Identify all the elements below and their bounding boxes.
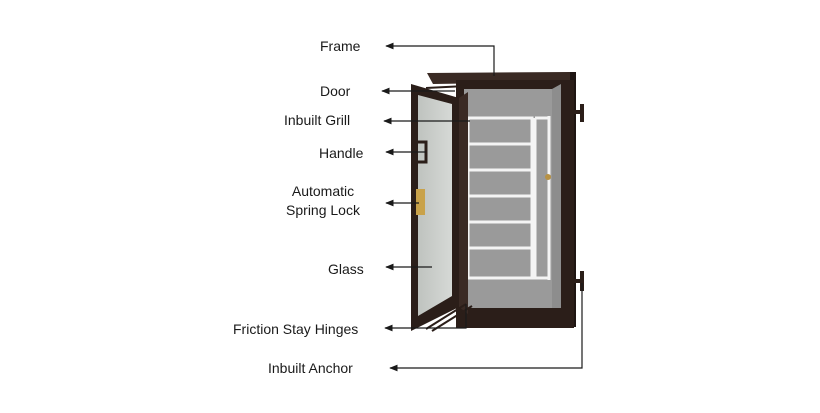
- hinge-leader: [384, 304, 467, 332]
- label-spring-lock-line2: Spring Lock: [286, 202, 360, 218]
- window-frame: [427, 72, 576, 328]
- label-friction-stay-hinges: Friction Stay Hinges: [233, 321, 359, 337]
- leader-lines: [381, 42, 583, 372]
- label-inbuilt-anchor: Inbuilt Anchor: [268, 360, 353, 376]
- anchor-brackets: [574, 104, 584, 291]
- anchor-leader: [389, 283, 583, 372]
- frame-leader: [385, 42, 495, 76]
- label-spring-lock-line1: Automatic: [291, 183, 355, 199]
- frame-knob: [545, 174, 551, 180]
- label-inbuilt-grill: Inbuilt Grill: [284, 112, 351, 128]
- fixed-glass-pane: [464, 89, 552, 309]
- friction-stay-hinge: [425, 85, 473, 332]
- spring-lock: [416, 189, 425, 215]
- label-frame: Frame: [320, 38, 361, 54]
- label-handle: Handle: [319, 145, 364, 161]
- label-glass: Glass: [328, 261, 364, 277]
- inbuilt-grill: [466, 116, 551, 280]
- label-door: Door: [320, 83, 351, 99]
